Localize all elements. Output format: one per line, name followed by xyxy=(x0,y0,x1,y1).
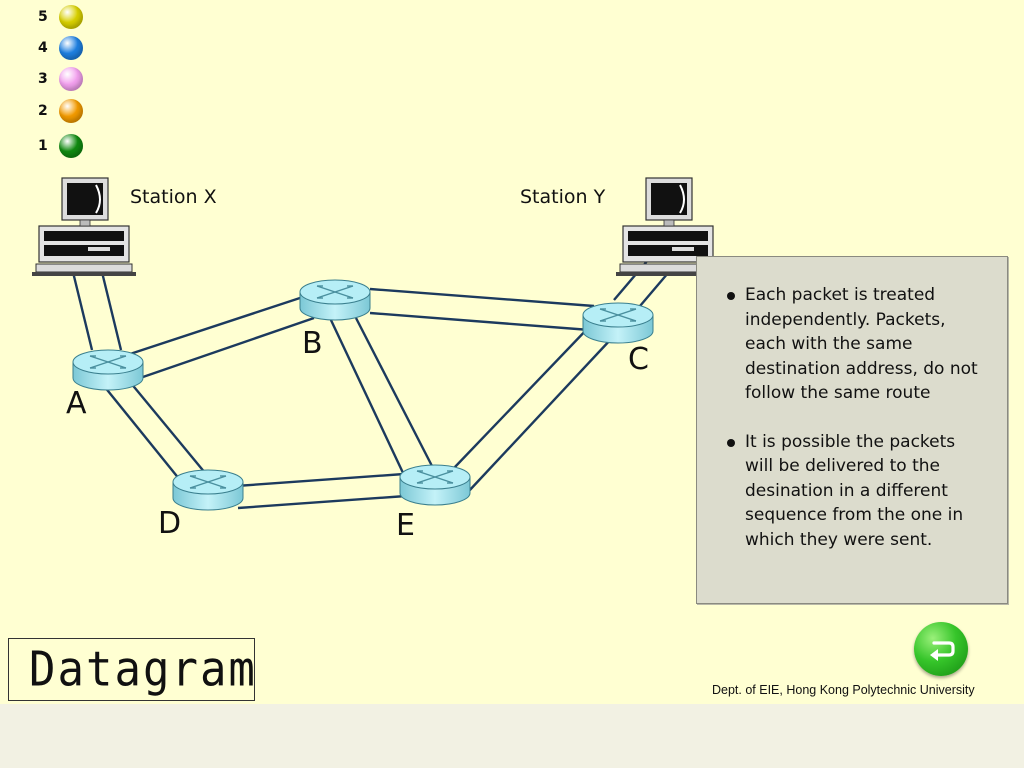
info-box: Each packet is treated independently. Pa… xyxy=(696,256,1008,604)
legend-number: 4 xyxy=(38,40,48,56)
info-bullet: It is possible the packets will be deliv… xyxy=(725,430,983,553)
node-label-b: B xyxy=(302,326,323,361)
info-bullet: Each packet is treated independently. Pa… xyxy=(725,283,983,406)
link-a-d xyxy=(103,385,181,481)
legend-ball-icon xyxy=(59,99,83,123)
station-y-label: Station Y xyxy=(520,186,606,208)
node-label-e: E xyxy=(396,508,415,543)
router-a-icon xyxy=(72,349,144,391)
legend-ball-icon xyxy=(59,134,83,158)
legend-number: 1 xyxy=(38,138,48,154)
link-a-b xyxy=(129,294,307,356)
node-label-c: C xyxy=(628,342,649,377)
slide: 5 4 3 2 1 Station X Station Y A B C D E … xyxy=(0,0,1024,704)
station-x-computer-icon xyxy=(31,177,137,277)
link-x-a xyxy=(99,267,123,351)
back-button[interactable] xyxy=(914,622,968,676)
router-e-icon xyxy=(399,464,471,506)
link-b-c xyxy=(369,287,595,308)
node-label-a: A xyxy=(66,386,87,421)
links xyxy=(70,259,675,510)
legend-item-2: 2 xyxy=(38,98,83,124)
slide-title: Datagram xyxy=(29,641,257,698)
legend-number: 5 xyxy=(38,9,48,25)
legend-ball-icon xyxy=(59,5,83,29)
link-x-a xyxy=(70,267,94,351)
legend-item-1: 1 xyxy=(38,133,83,159)
legend-ball-icon xyxy=(59,67,83,91)
network-diagram xyxy=(31,177,721,511)
link-d-e xyxy=(235,472,405,488)
router-b-icon xyxy=(299,279,371,321)
router-d-icon xyxy=(172,469,244,511)
link-c-e xyxy=(453,325,591,469)
link-d-e xyxy=(237,494,407,510)
link-b-e xyxy=(354,317,434,467)
title-box: Datagram xyxy=(8,638,255,701)
legend-ball-icon xyxy=(59,36,83,60)
node-label-d: D xyxy=(158,506,182,541)
link-b-c xyxy=(369,311,591,332)
link-a-b xyxy=(139,316,315,380)
footer-credit: Dept. of EIE, Hong Kong Polytechnic Univ… xyxy=(712,683,975,697)
return-arrow-icon xyxy=(930,641,955,661)
legend-number: 3 xyxy=(38,71,48,87)
link-c-e xyxy=(467,337,613,493)
legend-number: 2 xyxy=(38,103,48,119)
station-x-label: Station X xyxy=(130,186,217,208)
legend-item-5: 5 xyxy=(38,4,83,30)
link-b-e xyxy=(328,317,406,476)
legend-item-3: 3 xyxy=(38,66,83,92)
link-a-d xyxy=(129,381,207,475)
router-c-icon xyxy=(582,302,654,344)
legend-item-4: 4 xyxy=(38,35,83,61)
